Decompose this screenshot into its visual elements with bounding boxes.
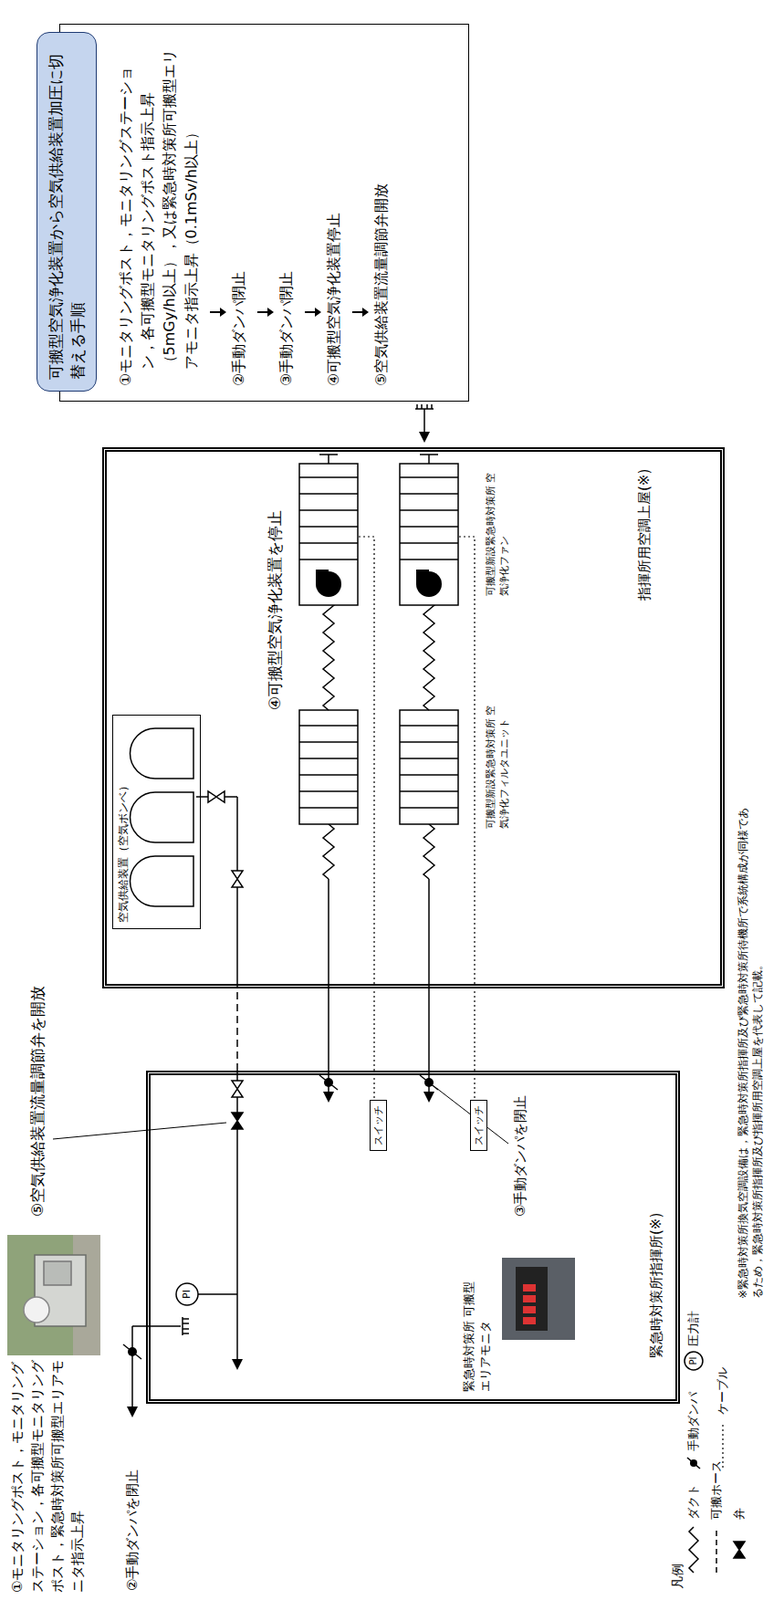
- callout-text: ④可搬型空気浄化装置を停止: [264, 510, 285, 711]
- legend-text: 可搬ホース: [708, 1460, 725, 1520]
- callout-text: ②手動ダンパを閉止: [123, 1469, 142, 1591]
- box-title: 緊急時対策所指揮所(※): [648, 1212, 666, 1359]
- callout-text: ①モニタリングポスト，モニタリングステーション，各可搬型モニタリングポスト，緊急…: [7, 1359, 88, 1593]
- legend-text: ダクト: [685, 1484, 702, 1520]
- air-supply-box: 空気供給装置（空気ボンベ）: [112, 714, 201, 930]
- device-label: 可搬型新設緊急時対策所 空気浄化ファン: [483, 468, 512, 596]
- building-box: 指揮所用空調上屋(※) 空気供給装置（空気ボンベ）: [102, 447, 725, 989]
- box-text: スイッチ: [371, 1105, 386, 1146]
- legend-text: 圧力計: [685, 1310, 702, 1347]
- box-text: 可搬型空気浄化装置から空気供給装置加圧に切替える手順: [44, 43, 89, 380]
- procedure-step: ④可搬型空気浄化装置停止: [323, 39, 345, 387]
- device-label: 緊急時対策所 可搬型エリアモニタ: [460, 1278, 494, 1392]
- box-text: 空気供給装置（空気ボンベ）: [115, 721, 131, 923]
- procedure-step: ⑤空気供給装置流量調節弁開放: [370, 39, 393, 387]
- box-title: 指揮所用空調上屋(※): [636, 469, 654, 601]
- room-box: 緊急時対策所指揮所(※) スイッチ スイッチ: [146, 1070, 680, 1404]
- callout-text: ③手動ダンパを閉止: [511, 1095, 530, 1217]
- legend-text: 手動ダンパ: [685, 1391, 702, 1452]
- procedure-step: ②手動ダンパ閉止: [228, 39, 251, 387]
- footnote: ※緊急時対策所換気空調設備は，緊急時対策所指揮所及び緊急時対策所待機所で系統構成…: [735, 805, 765, 1299]
- switch-box: スイッチ: [369, 1099, 387, 1151]
- switch-box: スイッチ: [470, 1099, 488, 1151]
- gauge-label: PI: [685, 1349, 702, 1372]
- legend-text: ケーブル: [714, 1367, 732, 1415]
- callout-text: ⑤空気供給装置流量調節弁を開放: [27, 985, 48, 1217]
- heading-pill: 可搬型空気浄化装置から空気供給装置加圧に切替える手順: [36, 31, 97, 392]
- procedure-step: ①モニタリングポスト，モニタリングステーション，各可搬型モニタリングポスト指示上…: [114, 39, 203, 387]
- procedure-box: ①モニタリングポスト，モニタリングステーション，各可搬型モニタリングポスト指示上…: [59, 23, 470, 402]
- gauge-label: PI: [178, 1283, 196, 1306]
- procedure-step: ③手動ダンパ閉止: [275, 39, 298, 387]
- device-label: 可搬型新設緊急時対策所 空気浄化フィルタユニット: [483, 700, 512, 829]
- box-text: スイッチ: [471, 1105, 486, 1146]
- legend-heading: 凡例: [669, 1563, 686, 1589]
- legend-text: 弁: [731, 1507, 748, 1520]
